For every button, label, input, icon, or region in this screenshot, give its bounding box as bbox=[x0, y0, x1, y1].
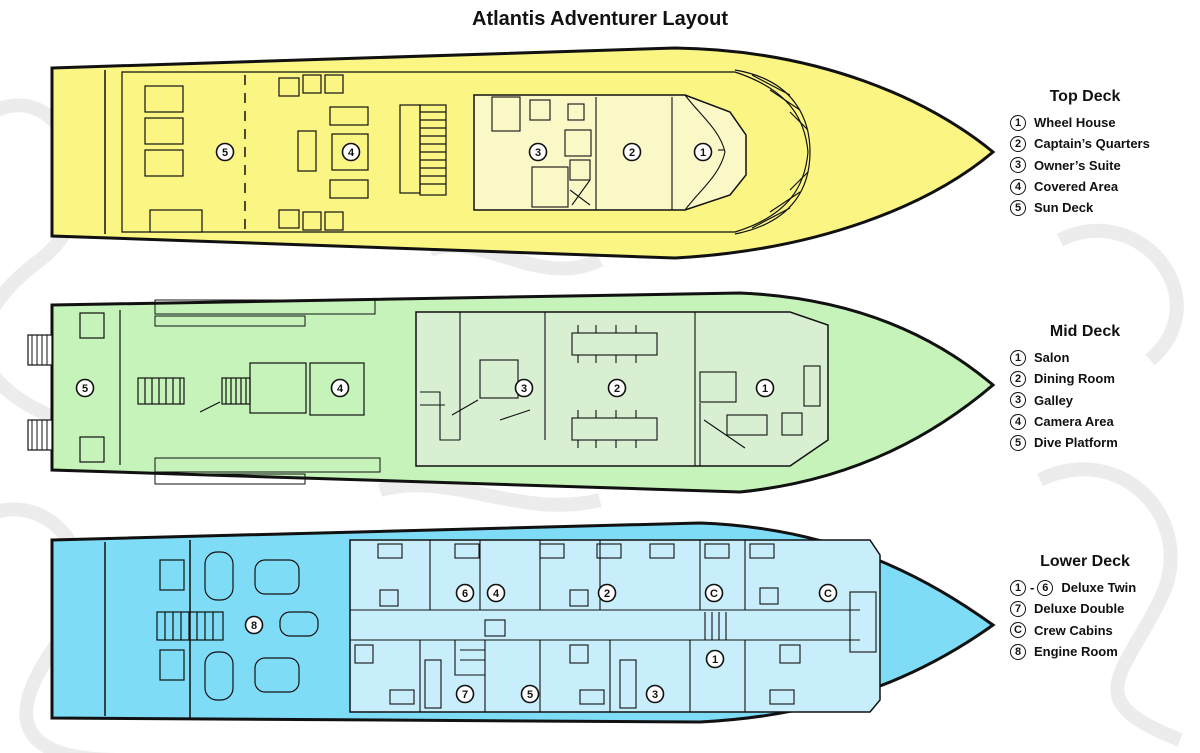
legend-lower-deck: Lower Deck 1-6 Deluxe Twin 7 Deluxe Double… bbox=[1010, 553, 1200, 662]
legend-label: Dive Platform bbox=[1034, 435, 1118, 451]
lower-deck bbox=[50, 521, 996, 724]
legend-item-wheel-house: 1 Wheel House bbox=[1010, 112, 1200, 133]
page-title: Atlantis Adventurer Layout bbox=[472, 8, 728, 30]
plan-marker-mid-2: 2 bbox=[607, 378, 627, 398]
badge: 4 bbox=[1010, 413, 1026, 430]
svg-text:4: 4 bbox=[337, 383, 344, 395]
legend-title-lower-deck: Lower Deck bbox=[1040, 553, 1130, 570]
lower-deck-interior bbox=[349, 539, 881, 713]
legend-item-engine-room: 8 Engine Room bbox=[1010, 641, 1200, 662]
badge: 1 bbox=[1010, 114, 1026, 131]
legend-label: Sun Deck bbox=[1034, 200, 1094, 216]
badge: 1 bbox=[1010, 349, 1026, 366]
range-dash: - bbox=[1030, 580, 1035, 596]
legend-label: Captain’s Quarters bbox=[1034, 136, 1150, 152]
legend-label: Salon bbox=[1034, 350, 1070, 366]
legend-item-galley: 3 Galley bbox=[1010, 390, 1200, 411]
plan-marker-lower-C: C bbox=[704, 583, 724, 603]
badge: 5 bbox=[1010, 434, 1026, 451]
legend-label: Covered Area bbox=[1034, 179, 1119, 195]
legend-title-top-deck: Top Deck bbox=[1049, 88, 1121, 105]
legend-item-captains-quarters: 2 Captain’s Quarters bbox=[1010, 133, 1200, 154]
badge: 3 bbox=[1010, 392, 1026, 409]
svg-text:1: 1 bbox=[712, 654, 718, 666]
badge: C bbox=[1010, 622, 1026, 639]
legend-label: Deluxe Twin bbox=[1061, 580, 1137, 596]
legend-label: Deluxe Double bbox=[1034, 601, 1125, 617]
legend-item-dive-platform: 5 Dive Platform bbox=[1010, 432, 1200, 453]
plan-marker-mid-4: 4 bbox=[330, 378, 350, 398]
legend-label: Dining Room bbox=[1034, 371, 1115, 387]
legend-item-camera-area: 4 Camera Area bbox=[1010, 411, 1200, 432]
top-deck-interior bbox=[473, 94, 747, 211]
plan-marker-top-3: 3 bbox=[528, 142, 548, 162]
svg-text:3: 3 bbox=[652, 689, 658, 701]
plan-marker-top-1: 1 bbox=[693, 142, 713, 162]
plan-marker-top-2: 2 bbox=[622, 142, 642, 162]
svg-text:8: 8 bbox=[251, 620, 257, 632]
plan-marker-lower-4: 4 bbox=[486, 583, 506, 603]
legend-mid-deck: Mid Deck 1 Salon 2 Dining Room 3 Galley 4 Ca… bbox=[1010, 323, 1200, 453]
plan-marker-lower-7: 7 bbox=[455, 684, 475, 704]
badge: 5 bbox=[1010, 199, 1026, 216]
badge: 8 bbox=[1010, 643, 1026, 660]
badge: 2 bbox=[1010, 135, 1026, 152]
plan-marker-lower-C: C bbox=[818, 583, 838, 603]
svg-text:2: 2 bbox=[604, 588, 610, 600]
legend-label: Owner’s Suite bbox=[1034, 157, 1121, 173]
plan-marker-top-5: 5 bbox=[215, 142, 235, 162]
svg-text:6: 6 bbox=[462, 588, 468, 600]
plan-marker-lower-1: 1 bbox=[705, 649, 725, 669]
badge: 3 bbox=[1010, 157, 1026, 174]
badge: 6 bbox=[1037, 579, 1054, 596]
svg-text:C: C bbox=[710, 588, 718, 600]
legend-item-covered-area: 4 Covered Area bbox=[1010, 176, 1200, 197]
svg-text:3: 3 bbox=[521, 383, 527, 395]
legend-top-deck: Top Deck 1 Wheel House 2 Captain’s Quarter… bbox=[1010, 88, 1200, 218]
badge: 1 bbox=[1010, 579, 1026, 596]
plan-marker-lower-3: 3 bbox=[645, 684, 665, 704]
plan-marker-lower-5: 5 bbox=[520, 684, 540, 704]
legend-label: Wheel House bbox=[1034, 115, 1116, 131]
svg-text:5: 5 bbox=[82, 383, 88, 395]
svg-text:7: 7 bbox=[462, 689, 468, 701]
legend-item-sun-deck: 5 Sun Deck bbox=[1010, 197, 1200, 218]
badge: 7 bbox=[1010, 600, 1026, 617]
legend-label: Engine Room bbox=[1034, 644, 1118, 660]
legend-label: Camera Area bbox=[1034, 414, 1114, 430]
legend-item-deluxe-double: 7 Deluxe Double bbox=[1010, 598, 1200, 619]
top-deck bbox=[50, 46, 996, 260]
legend-label: Galley bbox=[1034, 392, 1074, 408]
plan-marker-lower-6: 6 bbox=[455, 583, 475, 603]
svg-text:2: 2 bbox=[614, 383, 620, 395]
svg-text:4: 4 bbox=[348, 147, 355, 159]
svg-text:3: 3 bbox=[535, 147, 541, 159]
plan-marker-lower-8: 8 bbox=[244, 615, 264, 635]
svg-text:1: 1 bbox=[700, 147, 706, 159]
legend-item-owners-suite: 3 Owner’s Suite bbox=[1010, 155, 1200, 176]
svg-text:5: 5 bbox=[527, 689, 533, 701]
plan-marker-mid-5: 5 bbox=[75, 378, 95, 398]
svg-text:C: C bbox=[824, 588, 832, 600]
legend-item-deluxe-twin: 1-6 Deluxe Twin bbox=[1010, 577, 1200, 598]
badge: 4 bbox=[1010, 178, 1026, 195]
svg-text:1: 1 bbox=[762, 383, 768, 395]
plan-marker-top-4: 4 bbox=[341, 142, 361, 162]
plan-marker-mid-3: 3 bbox=[514, 378, 534, 398]
legend-item-crew-cabins: C Crew Cabins bbox=[1010, 620, 1200, 641]
legend-item-salon: 1 Salon bbox=[1010, 347, 1200, 368]
svg-text:2: 2 bbox=[629, 147, 635, 159]
plan-marker-mid-1: 1 bbox=[755, 378, 775, 398]
badge: 2 bbox=[1010, 370, 1026, 387]
legend-item-dining-room: 2 Dining Room bbox=[1010, 368, 1200, 389]
mid-deck bbox=[27, 291, 996, 494]
plan-marker-lower-2: 2 bbox=[597, 583, 617, 603]
svg-text:5: 5 bbox=[222, 147, 228, 159]
svg-text:4: 4 bbox=[493, 588, 500, 600]
legend-title-mid-deck: Mid Deck bbox=[1049, 323, 1121, 340]
legend-label: Crew Cabins bbox=[1034, 622, 1113, 638]
